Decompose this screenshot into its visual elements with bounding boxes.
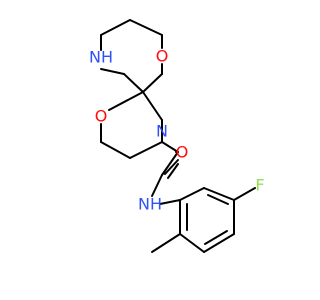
bond xyxy=(129,141,163,159)
bond-lines xyxy=(100,19,256,253)
bond xyxy=(179,233,205,253)
bond xyxy=(142,91,163,121)
bond xyxy=(159,199,181,205)
bond xyxy=(108,91,144,111)
atom-labels: NH O O N O NH F xyxy=(89,47,265,214)
bond xyxy=(123,73,144,93)
atom-label-o-ring: O xyxy=(95,107,108,126)
bond xyxy=(151,174,163,197)
bond xyxy=(203,233,235,253)
bond xyxy=(233,187,256,201)
bond xyxy=(142,73,163,93)
atom-label-nh-ring: NH xyxy=(89,48,113,67)
bond xyxy=(161,141,179,153)
atom-label-f: F xyxy=(255,176,264,195)
bond xyxy=(204,230,228,245)
atom-label-nh-amide: NH xyxy=(138,195,162,214)
bond xyxy=(100,141,131,159)
molecule-drawing: NH O O N O NH F xyxy=(89,19,265,253)
bond xyxy=(151,233,181,253)
atom-label-n-ring: N xyxy=(156,122,168,141)
bond xyxy=(203,187,235,201)
bond xyxy=(100,19,131,36)
structure-diagram: NH O O N O NH F xyxy=(89,19,265,253)
atom-label-o-carbonyl: O xyxy=(176,143,189,162)
bond xyxy=(179,187,205,201)
bond xyxy=(129,19,163,36)
bond xyxy=(207,194,229,205)
bond xyxy=(161,151,179,176)
bond xyxy=(164,159,179,175)
atom-label-o-top: O xyxy=(156,47,169,66)
bond xyxy=(100,68,125,75)
bond xyxy=(167,163,179,179)
